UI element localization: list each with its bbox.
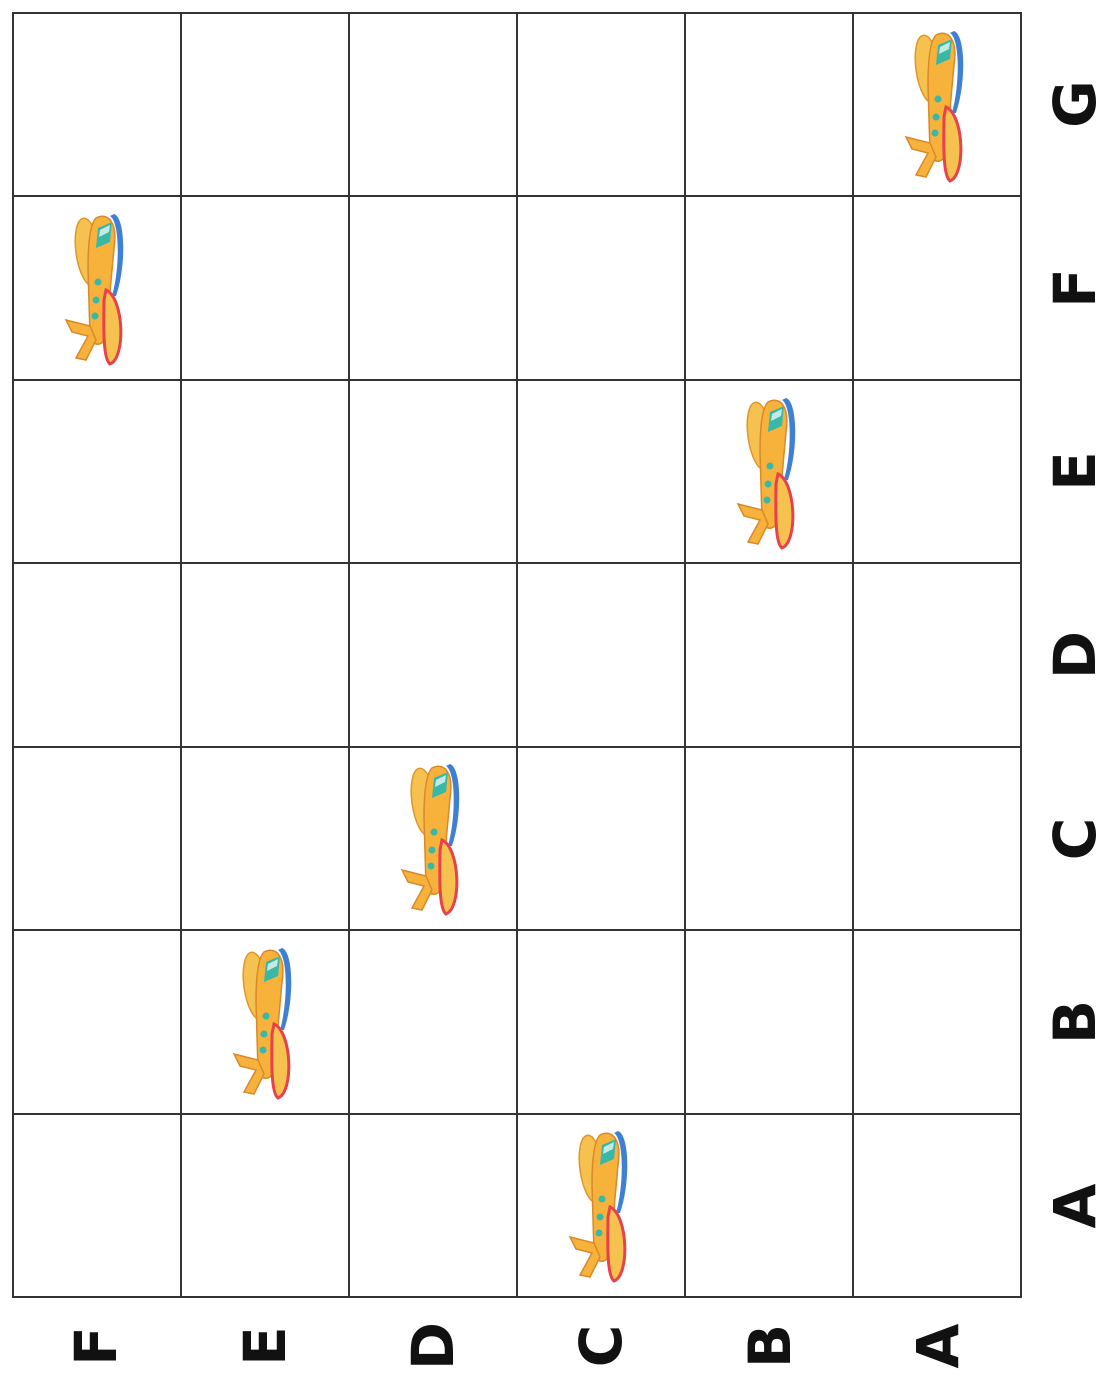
grid-cell-GA[interactable] — [854, 14, 1022, 197]
grid-cell-BE[interactable] — [182, 931, 350, 1114]
grid-cell-BB[interactable] — [686, 931, 854, 1114]
row-label: C — [1035, 799, 1107, 879]
airplane-icon — [62, 208, 132, 368]
row-label: A — [1035, 1166, 1107, 1246]
grid-cell-CE[interactable] — [182, 748, 350, 931]
grid-cell-EB[interactable] — [686, 381, 854, 564]
column-label: F — [56, 1306, 136, 1386]
grid-cell-CD[interactable] — [350, 748, 518, 931]
grid-cell-CA[interactable] — [854, 748, 1022, 931]
airplane-icon — [230, 942, 300, 1102]
row-label: G — [1035, 64, 1107, 144]
grid-cell-CB[interactable] — [686, 748, 854, 931]
grid-cell-DE[interactable] — [182, 564, 350, 747]
row-label: E — [1035, 431, 1107, 511]
row-label: D — [1035, 615, 1107, 695]
game-board — [12, 12, 1022, 1298]
grid-cell-AA[interactable] — [854, 1115, 1022, 1298]
grid-cell-DD[interactable] — [350, 564, 518, 747]
grid-cell-FD[interactable] — [350, 197, 518, 380]
grid-cell-DC[interactable] — [518, 564, 686, 747]
grid-cell-CF[interactable] — [14, 748, 182, 931]
grid-cell-ED[interactable] — [350, 381, 518, 564]
airplane-icon — [398, 758, 468, 918]
column-label: E — [225, 1306, 305, 1386]
grid-cell-EA[interactable] — [854, 381, 1022, 564]
grid-cell-FC[interactable] — [518, 197, 686, 380]
grid-cell-AD[interactable] — [350, 1115, 518, 1298]
grid-cell-GC[interactable] — [518, 14, 686, 197]
column-label: A — [898, 1306, 978, 1386]
airplane-icon — [566, 1125, 636, 1285]
column-label: B — [730, 1306, 810, 1386]
grid-cell-GF[interactable] — [14, 14, 182, 197]
grid-cell-FA[interactable] — [854, 197, 1022, 380]
column-label: D — [393, 1306, 473, 1386]
grid-cell-GB[interactable] — [686, 14, 854, 197]
grid-cell-FB[interactable] — [686, 197, 854, 380]
grid-cell-GE[interactable] — [182, 14, 350, 197]
grid-cell-DA[interactable] — [854, 564, 1022, 747]
airplane-icon — [734, 392, 804, 552]
grid-cell-BF[interactable] — [14, 931, 182, 1114]
grid-cell-AB[interactable] — [686, 1115, 854, 1298]
grid-cell-EF[interactable] — [14, 381, 182, 564]
grid-cell-DB[interactable] — [686, 564, 854, 747]
grid-cell-AF[interactable] — [14, 1115, 182, 1298]
grid-cell-CC[interactable] — [518, 748, 686, 931]
grid-cell-EC[interactable] — [518, 381, 686, 564]
grid-cell-BC[interactable] — [518, 931, 686, 1114]
grid-cell-EE[interactable] — [182, 381, 350, 564]
row-label: F — [1035, 248, 1107, 328]
grid-cell-FF[interactable] — [14, 197, 182, 380]
column-label: C — [561, 1306, 641, 1386]
grid-cell-AC[interactable] — [518, 1115, 686, 1298]
grid-cell-GD[interactable] — [350, 14, 518, 197]
airplane-icon — [902, 25, 972, 185]
grid-cell-FE[interactable] — [182, 197, 350, 380]
row-label: B — [1035, 982, 1107, 1062]
grid-cell-BD[interactable] — [350, 931, 518, 1114]
grid-cell-AE[interactable] — [182, 1115, 350, 1298]
grid-cell-DF[interactable] — [14, 564, 182, 747]
grid-cell-BA[interactable] — [854, 931, 1022, 1114]
